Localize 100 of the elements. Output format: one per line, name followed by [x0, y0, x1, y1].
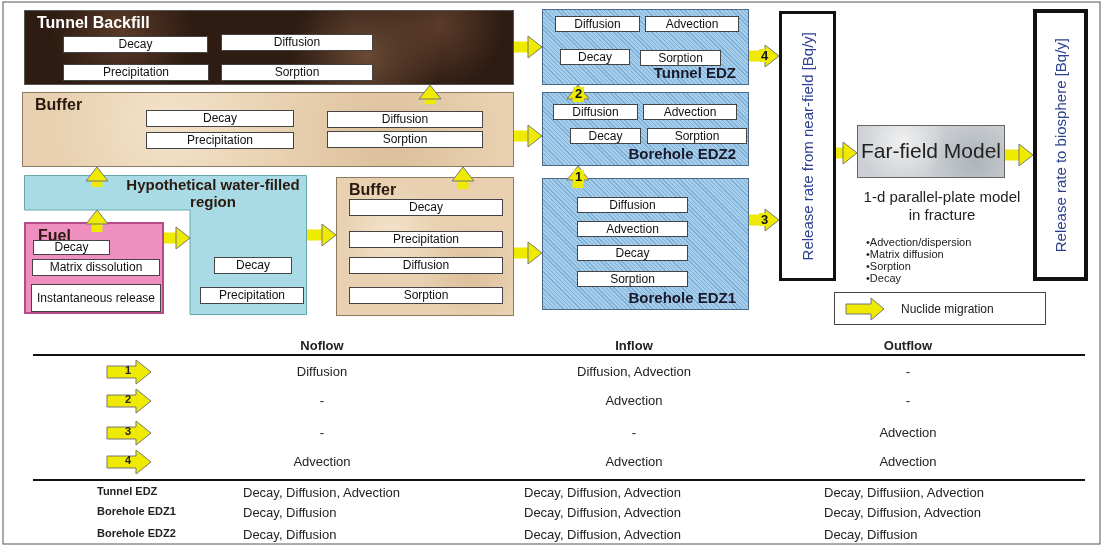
table-cell-text: Advection	[604, 455, 664, 468]
table-cell-text: -	[904, 394, 912, 407]
row-number: 2	[123, 394, 133, 405]
process-box: Diffusion	[221, 34, 373, 51]
region-heading: Tunnel Backfill	[37, 15, 150, 31]
process-box: Advection	[643, 104, 737, 120]
migration-arrow	[164, 226, 191, 250]
bullet-item: •Sorption	[866, 260, 912, 274]
backfill-panel	[24, 10, 514, 85]
edge-label: 4	[759, 49, 771, 62]
table-cell: Decay, Diffusion, Advection	[243, 486, 401, 499]
legend-label: Nuclide migration	[901, 303, 994, 315]
process-box: Decay	[33, 240, 110, 255]
release-rate-box	[1033, 9, 1088, 281]
process-box: Diffusion	[555, 16, 640, 32]
buffer-panel	[22, 92, 514, 167]
table-cell-text: -	[318, 394, 326, 407]
edz-panel	[542, 9, 749, 85]
migration-arrow	[749, 208, 780, 232]
region-heading: Buffer	[35, 97, 83, 113]
migration-arrow	[749, 44, 780, 68]
migration-arrow	[307, 223, 337, 247]
process-box: Precipitation	[349, 231, 503, 248]
table-cell: Decay, Diffusion	[824, 528, 918, 541]
edge-label: 1	[573, 170, 585, 183]
process-box: Precipitation	[63, 64, 209, 81]
migration-arrow	[451, 166, 475, 189]
table-cell: Decay, Diffusiion, Advection	[824, 486, 984, 499]
process-box: Decay	[63, 36, 208, 53]
migration-arrow	[566, 84, 590, 102]
migration-arrow	[514, 124, 543, 148]
process-box: Sorption	[577, 271, 688, 287]
table-cell-text: Advection	[878, 455, 938, 468]
table-cell-text: Diffusion	[295, 365, 349, 378]
edge-label: 2	[573, 86, 585, 100]
region-heading: Buffer	[349, 182, 397, 198]
process-box: Sorption	[221, 64, 373, 81]
process-box: Decay	[214, 257, 292, 274]
row-number: 3	[123, 426, 133, 437]
table-cell-text: Advection	[878, 426, 938, 439]
column-header: Inflow	[614, 339, 654, 352]
edge-label: 3	[759, 213, 771, 226]
process-box: Instantaneous release	[31, 284, 161, 312]
process-box: Precipitation	[200, 287, 304, 304]
row-header: Borehole EDZ2	[97, 528, 176, 539]
table-cell-text: -	[904, 365, 912, 378]
process-box: Decay	[570, 128, 641, 144]
process-box: Diffusion	[577, 197, 688, 213]
bullet-item: •Advection/dispersion	[866, 236, 973, 250]
row-header: Tunnel EDZ	[97, 486, 158, 497]
process-box: Sorption	[640, 50, 721, 66]
table-cell: Decay, Diffusion, Advection	[524, 486, 682, 499]
process-box: Diffusion	[349, 257, 503, 274]
process-box: Decay	[577, 245, 688, 261]
table-cell: Decay, Diffusion	[243, 528, 337, 541]
table-cell-text: Advection	[604, 394, 664, 407]
column-header: Outflow	[882, 339, 934, 352]
rate-label: Release rate from near-field [Bq/y]	[799, 31, 816, 261]
table-cell-text: -	[318, 426, 326, 439]
migration-arrow	[418, 84, 442, 104]
process-box: Decay	[146, 110, 294, 127]
migration-arrow	[514, 35, 543, 59]
row-header: Borehole EDZ1	[97, 506, 176, 517]
region-heading: Tunnel EDZ	[653, 65, 736, 80]
migration-arrow	[1005, 143, 1034, 167]
region-heading: Borehole EDZ1	[628, 290, 736, 305]
migration-arrow	[836, 141, 858, 165]
region-heading: Hypothetical water-filled region	[125, 177, 301, 210]
buffer-panel	[336, 177, 514, 316]
migration-arrow	[85, 166, 109, 187]
process-box: Diffusion	[327, 111, 483, 128]
table-cell: Decay, Diffusion, Advection	[824, 506, 982, 519]
table-cell-text: Diffusion, Advection	[576, 365, 692, 378]
migration-arrow	[514, 241, 543, 265]
process-box: Decay	[560, 49, 630, 65]
rate-label: Release rate to biosphere [Bq/y]	[1052, 37, 1069, 253]
process-box: Sorption	[647, 128, 747, 144]
table-cell-text: Advection	[292, 455, 352, 468]
table-cell-text: -	[630, 426, 638, 439]
caption-text: 1-d parallel-plate model in fracture	[862, 188, 1022, 224]
row-number: 1	[123, 365, 133, 376]
bullet-item: •Matrix diffusion	[866, 248, 945, 262]
process-box: Sorption	[327, 131, 483, 148]
fuel-panel	[24, 222, 164, 314]
table-cell: Decay, Diffusion, Advection	[524, 506, 682, 519]
process-box: Diffusion	[553, 104, 638, 120]
row-number: 4	[123, 455, 133, 466]
process-box: Sorption	[349, 287, 503, 304]
bullet-item: •Decay	[866, 272, 903, 286]
table-cell: Decay, Diffusion, Advection	[524, 528, 682, 541]
process-box: Precipitation	[146, 132, 294, 149]
model-box: Far-field Model	[857, 125, 1005, 178]
migration-arrow	[566, 165, 590, 188]
process-box: Advection	[577, 221, 688, 237]
table-cell: Decay, Diffusion	[243, 506, 337, 519]
column-header: Noflow	[299, 339, 345, 352]
process-box: Decay	[349, 199, 503, 216]
process-box: Matrix dissolution	[32, 259, 160, 276]
release-rate-box	[779, 11, 836, 281]
region-heading: Borehole EDZ2	[628, 146, 736, 161]
